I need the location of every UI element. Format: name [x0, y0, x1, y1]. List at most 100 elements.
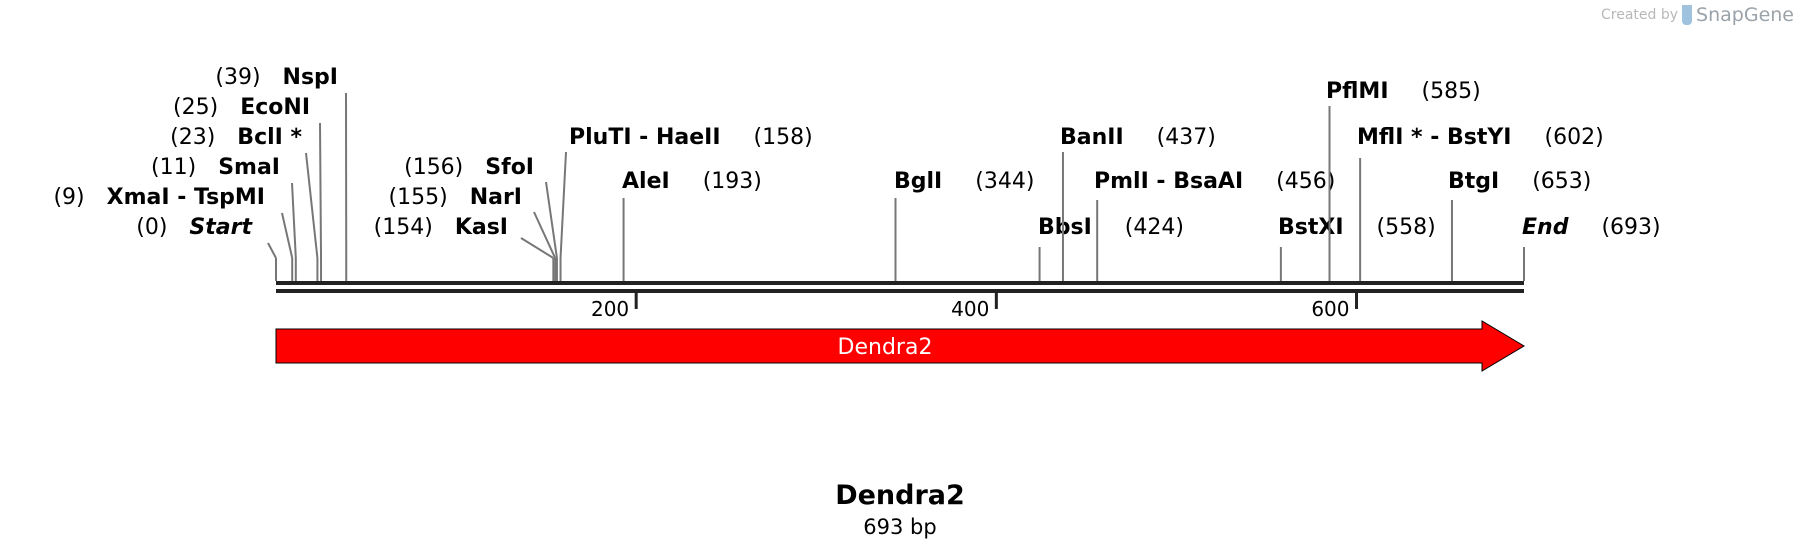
site-enzyme-names: BtgI: [1448, 169, 1499, 194]
site-sfoi: (156) SfoI: [404, 155, 558, 281]
site-label: (25) EcoNI: [173, 95, 310, 120]
site-position: (156): [404, 155, 485, 180]
site-position: (437): [1124, 125, 1216, 150]
site-end: End (693): [1522, 215, 1661, 281]
site-position: (158): [721, 125, 813, 150]
site-leader-line: [520, 237, 554, 259]
site-bcli: (23) BclI *: [170, 125, 319, 281]
site-label: (11) SmaI: [151, 155, 280, 180]
site-bstxi: BstXI (558): [1278, 215, 1436, 281]
dna-backbone-top: [276, 281, 1524, 285]
site-pmli: PmlI - BsaAI (456): [1094, 169, 1335, 281]
site-position: (155): [389, 185, 470, 210]
site-leader-line: [545, 181, 558, 259]
site-enzyme-names: SfoI: [485, 155, 534, 180]
snapgene-brand: Created by SnapGene: [1601, 4, 1794, 26]
site-position: (39): [215, 65, 282, 90]
site-label: (156) SfoI: [404, 155, 534, 180]
site-position: (653): [1499, 169, 1591, 194]
site-btgi: BtgI (653): [1448, 169, 1591, 281]
site-enzyme-names: BbsI: [1038, 215, 1092, 240]
site-position: (585): [1389, 79, 1481, 104]
site-label: End (693): [1522, 215, 1661, 240]
dna-backbone-bottom: [276, 289, 1524, 293]
site-label: (9) XmaI - TspMI: [53, 185, 265, 210]
created-by-text: Created by: [1601, 7, 1679, 23]
site-label: PflMI (585): [1326, 79, 1481, 104]
site-position: (456): [1243, 169, 1335, 194]
site-label: (39) NspI: [215, 65, 338, 90]
site-mfli: MflI * - BstYI (602): [1357, 125, 1604, 281]
site-label: BanII (437): [1060, 125, 1216, 150]
site-position: (424): [1092, 215, 1184, 240]
site-position: (193): [670, 169, 762, 194]
site-position: (693): [1568, 215, 1660, 240]
site-pluti: PluTI - HaeII (158): [559, 125, 813, 281]
site-kasi: (154) KasI: [374, 215, 555, 281]
site-label: BbsI (424): [1038, 215, 1184, 240]
map-length: 693 bp: [863, 515, 937, 539]
site-label: BstXI (558): [1278, 215, 1436, 240]
site-label: (0) Start: [136, 215, 253, 240]
site-enzyme-names: BclI *: [237, 125, 302, 150]
site-label: BtgI (653): [1448, 169, 1591, 194]
site-position: (23): [170, 125, 237, 150]
site-label: (155) NarI: [389, 185, 522, 210]
site-position: (25): [173, 95, 240, 120]
site-enzyme-names: XmaI - TspMI: [107, 185, 265, 210]
site-enzyme-names: EcoNI: [240, 95, 310, 120]
site-bgli: BglI (344): [894, 169, 1034, 281]
site-leader-line: [533, 211, 557, 259]
site-econi: (25) EcoNI: [173, 95, 323, 281]
restriction-sites: (0) Start (9) XmaI - TspMI (11) SmaI (23) B…: [53, 65, 1661, 281]
site-label: BglI (344): [894, 169, 1034, 194]
ruler: 200 400 600: [591, 293, 1359, 321]
site-leader-line: [281, 212, 294, 259]
site-enzyme-names: AleI: [622, 169, 670, 194]
site-start: (0) Start: [136, 215, 277, 281]
site-position: (558): [1344, 215, 1436, 240]
site-leader-line: [305, 152, 319, 259]
feature-arrow: [275, 320, 1525, 372]
site-enzyme-names: MflI * - BstYI: [1357, 125, 1512, 150]
site-enzyme-names: BglI: [894, 169, 942, 194]
site-bbsi: BbsI (424): [1038, 215, 1184, 281]
snapgene-logo-icon: [1682, 5, 1693, 25]
site-enzyme-names: SmaI: [218, 155, 280, 180]
site-label: MflI * - BstYI (602): [1357, 125, 1604, 150]
site-leader-line: [291, 182, 297, 259]
site-enzyme-names: PluTI - HaeII: [569, 125, 721, 150]
site-leader-line: [559, 151, 567, 259]
site-position: (11): [151, 155, 218, 180]
site-leader-line: [267, 242, 277, 259]
map-title: Dendra2: [835, 480, 965, 511]
ruler-tick-label: 400: [951, 297, 989, 321]
site-enzyme-names: End: [1522, 215, 1569, 240]
ruler-tick-label: 200: [591, 297, 629, 321]
site-nspi: (39) NspI: [215, 65, 348, 281]
snapgene-name: SnapGene: [1696, 4, 1794, 26]
site-label: PluTI - HaeII (158): [569, 125, 813, 150]
site-banii: BanII (437): [1060, 125, 1216, 281]
feature-label: Dendra2: [838, 335, 933, 360]
site-enzyme-names: BanII: [1060, 125, 1124, 150]
site-enzyme-names: BstXI: [1278, 215, 1344, 240]
site-label: PmlI - BsaAI (456): [1094, 169, 1335, 194]
site-alei: AleI (193): [622, 169, 762, 281]
site-leader-line: [319, 122, 323, 259]
site-enzyme-names: PmlI - BsaAI: [1094, 169, 1243, 194]
site-smai: (11) SmaI: [151, 155, 297, 281]
site-label: (23) BclI *: [170, 125, 302, 150]
site-position: (9): [53, 185, 106, 210]
ruler-tick-label: 600: [1311, 297, 1349, 321]
site-enzyme-names: PflMI: [1326, 79, 1389, 104]
site-label: (154) KasI: [374, 215, 508, 240]
site-enzyme-names: Start: [189, 215, 253, 240]
feature-dendra2: Dendra2: [275, 320, 1525, 372]
site-position: (154): [374, 215, 455, 240]
site-enzyme-names: KasI: [455, 215, 508, 240]
site-label: AleI (193): [622, 169, 762, 194]
site-nari: (155) NarI: [389, 185, 557, 281]
site-pflmi: PflMI (585): [1326, 79, 1481, 281]
